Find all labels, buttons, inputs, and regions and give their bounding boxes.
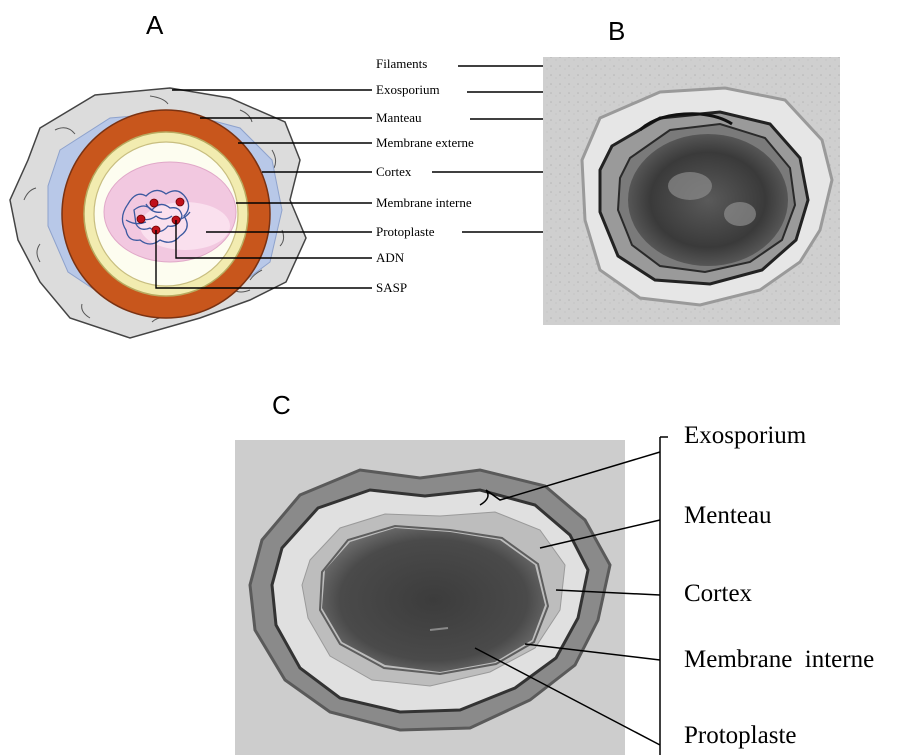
- micrograph-b: [543, 57, 840, 325]
- label-sasp: SASP: [376, 280, 407, 296]
- label-manteau: Manteau: [376, 110, 421, 126]
- label-cortex: Cortex: [376, 164, 411, 180]
- label-c-exosporium: Exosporium: [684, 422, 806, 450]
- label-exosporium: Exosporium: [376, 82, 440, 98]
- label-c-membrane-interne: Membrane interne: [684, 646, 874, 674]
- label-c-menteau: Menteau: [684, 502, 771, 530]
- micrograph-b-bright-spot-2: [724, 202, 756, 226]
- label-membrane-externe: Membrane externe: [376, 135, 474, 151]
- label-c-protoplaste: Protoplaste: [684, 722, 797, 750]
- micrograph-b-bright-spot-1: [668, 172, 712, 200]
- label-filaments: Filaments: [376, 56, 427, 72]
- label-membrane-interne: Membrane interne: [376, 195, 472, 211]
- micrograph-b-protoplaste: [628, 134, 788, 266]
- micrograph-c: [235, 440, 625, 755]
- spore-schematic: [10, 88, 306, 338]
- label-adn: ADN: [376, 250, 404, 266]
- label-protoplaste: Protoplaste: [376, 224, 435, 240]
- label-c-cortex: Cortex: [684, 580, 752, 608]
